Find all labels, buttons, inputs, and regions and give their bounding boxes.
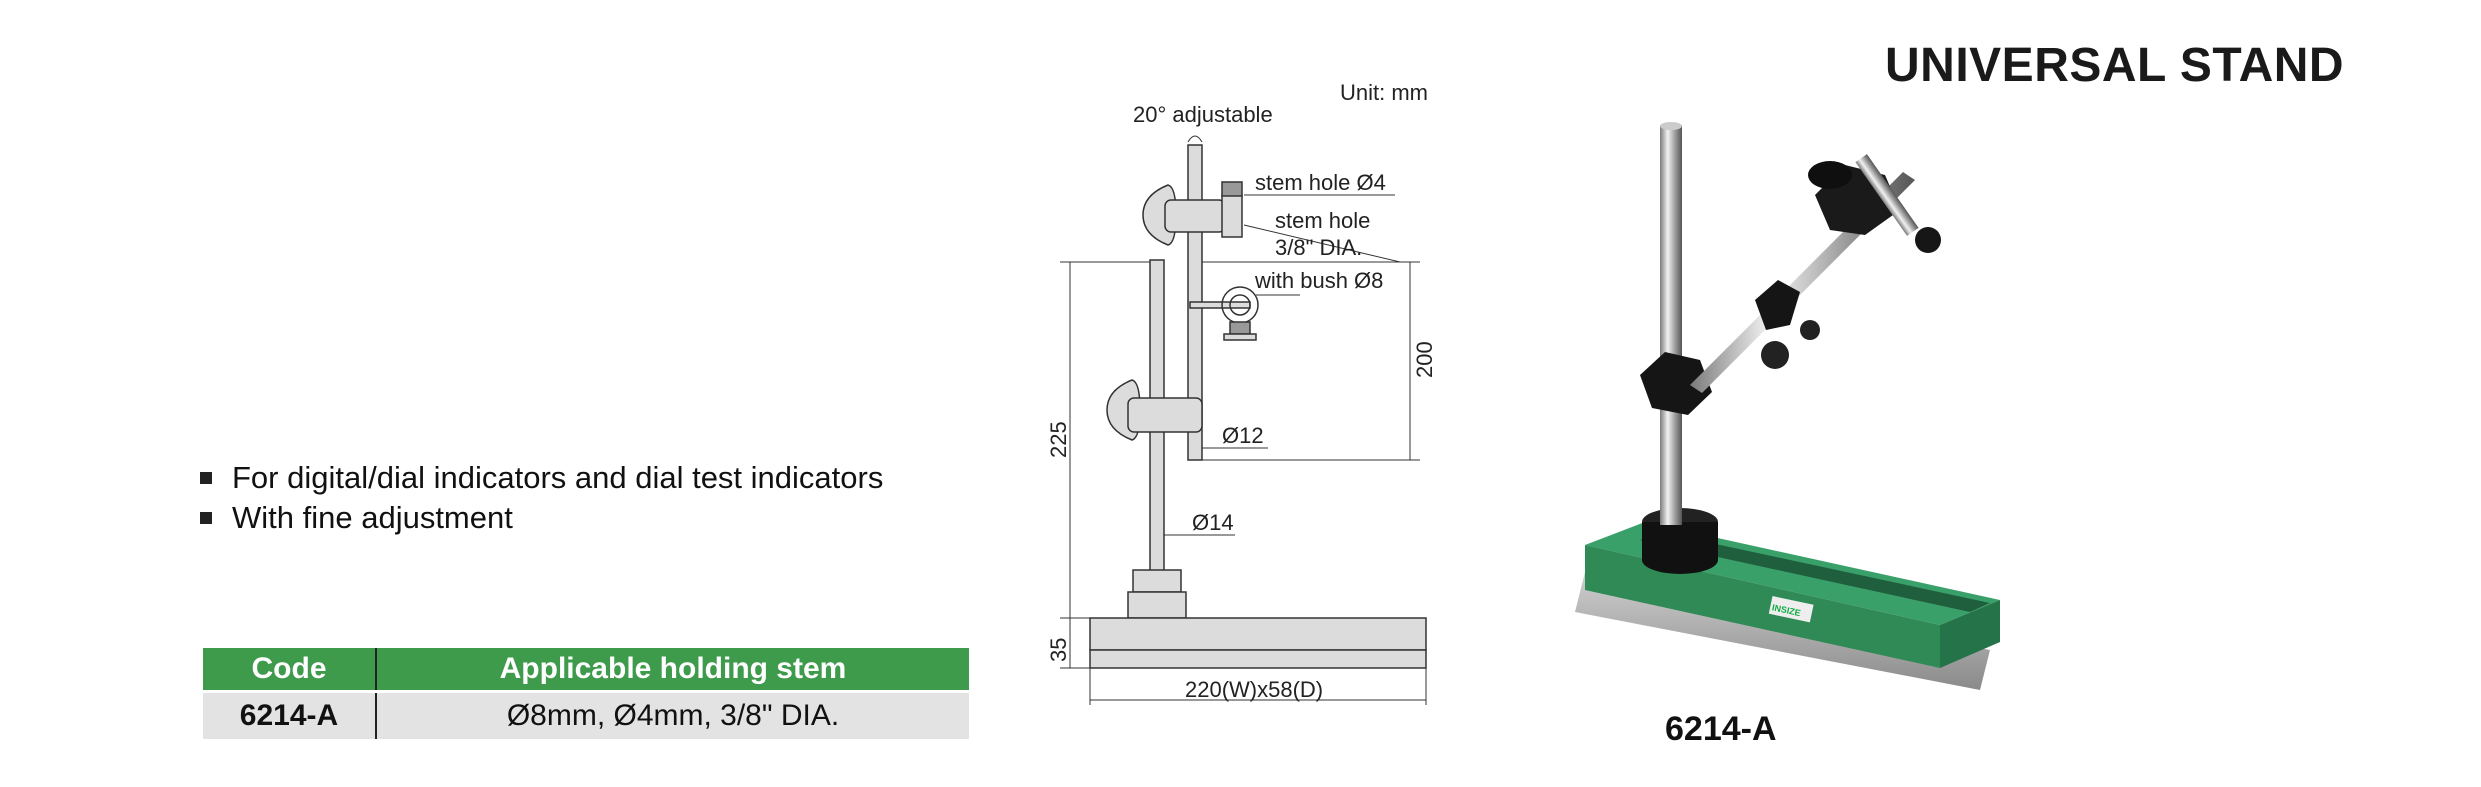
page-title: UNIVERSAL STAND (1885, 39, 2345, 92)
photo-post-top (1660, 122, 1682, 130)
drawing-knurl-top (1221, 181, 1243, 197)
drawing-stem-holder (1221, 194, 1243, 238)
square-bullet-icon (200, 512, 212, 524)
spec-cell-stem: Ø8mm, Ø4mm, 3/8" DIA. (376, 691, 969, 739)
drawing-bush-label: with bush Ø8 (1254, 268, 1383, 293)
drawing-base-lower (1089, 649, 1427, 669)
drawing-base-dim: 220(W)x58(D) (1185, 677, 1323, 702)
drawing-upper-clamp (1164, 199, 1226, 233)
photo-top-knob (1808, 161, 1852, 189)
feature-list: For digital/dial indicators and dial tes… (200, 458, 883, 538)
drawing-bush-bar (1189, 301, 1251, 309)
feature-text: With fine adjustment (232, 500, 513, 535)
drawing-collar-lower (1127, 591, 1187, 619)
spec-table-header-row: Code Applicable holding stem (203, 648, 969, 693)
drawing-dim-14: Ø14 (1192, 510, 1234, 535)
drawing-stem-hole-38-line2: 3/8" DIA. (1275, 235, 1362, 260)
angle-arc (1187, 135, 1203, 143)
spec-cell-code: 6214-A (203, 691, 377, 739)
photo-base-side (1940, 600, 2000, 668)
drawing-bush-ring-inner (1229, 294, 1251, 316)
drawing-dim-35: 35 (1046, 638, 1071, 662)
square-bullet-icon (200, 472, 212, 484)
drawing-unit: Unit: mm (1340, 80, 1428, 105)
photo-mid-knob-2 (1800, 320, 1820, 340)
drawing-dim-225: 225 (1046, 421, 1071, 458)
stem38-leader (1243, 224, 1401, 263)
feature-item: For digital/dial indicators and dial tes… (200, 458, 883, 498)
product-photo: INSIZE (1575, 122, 2000, 690)
photo-collar-bottom (1642, 546, 1718, 574)
photo-mid-knob (1761, 341, 1789, 369)
spec-table: Code Applicable holding stem 6214-A Ø8mm… (203, 648, 969, 739)
photo-base-front (1585, 545, 1940, 668)
photo-mid-clamp (1755, 280, 1800, 330)
table-row: 6214-A Ø8mm, Ø4mm, 3/8" DIA. (203, 691, 969, 739)
photo-holder-rod (1855, 154, 1919, 236)
photo-main-post (1660, 125, 1682, 525)
drawing-angle-label: 20° adjustable (1133, 102, 1273, 127)
drawing-stem-hole-38-line1: stem hole (1275, 208, 1370, 233)
photo-holder-knob (1915, 227, 1941, 253)
drawing-bush-knurl (1229, 321, 1251, 335)
drawing-collar (1132, 569, 1182, 593)
photo-base-groove (1640, 532, 1990, 612)
photo-lower-clamp (1640, 352, 1712, 415)
drawing-bush-foot (1223, 333, 1257, 341)
drawing-base (1089, 617, 1427, 651)
photo-base-logo (1768, 596, 1814, 623)
spec-header-code: Code (203, 648, 377, 693)
photo-caption: 6214-A (1665, 710, 1777, 748)
drawing-lower-clamp (1127, 397, 1203, 433)
feature-item: With fine adjustment (200, 498, 883, 538)
drawing-dim-200: 200 (1412, 341, 1437, 378)
feature-text: For digital/dial indicators and dial tes… (232, 460, 884, 495)
technical-drawing: Unit: mm 20° adjustable stem hole Ø4 ste… (1046, 80, 1437, 705)
spec-header-stem: Applicable holding stem (376, 648, 969, 693)
drawing-dim-12: Ø12 (1222, 423, 1264, 448)
drawing-stem-hole-4: stem hole Ø4 (1255, 170, 1386, 195)
